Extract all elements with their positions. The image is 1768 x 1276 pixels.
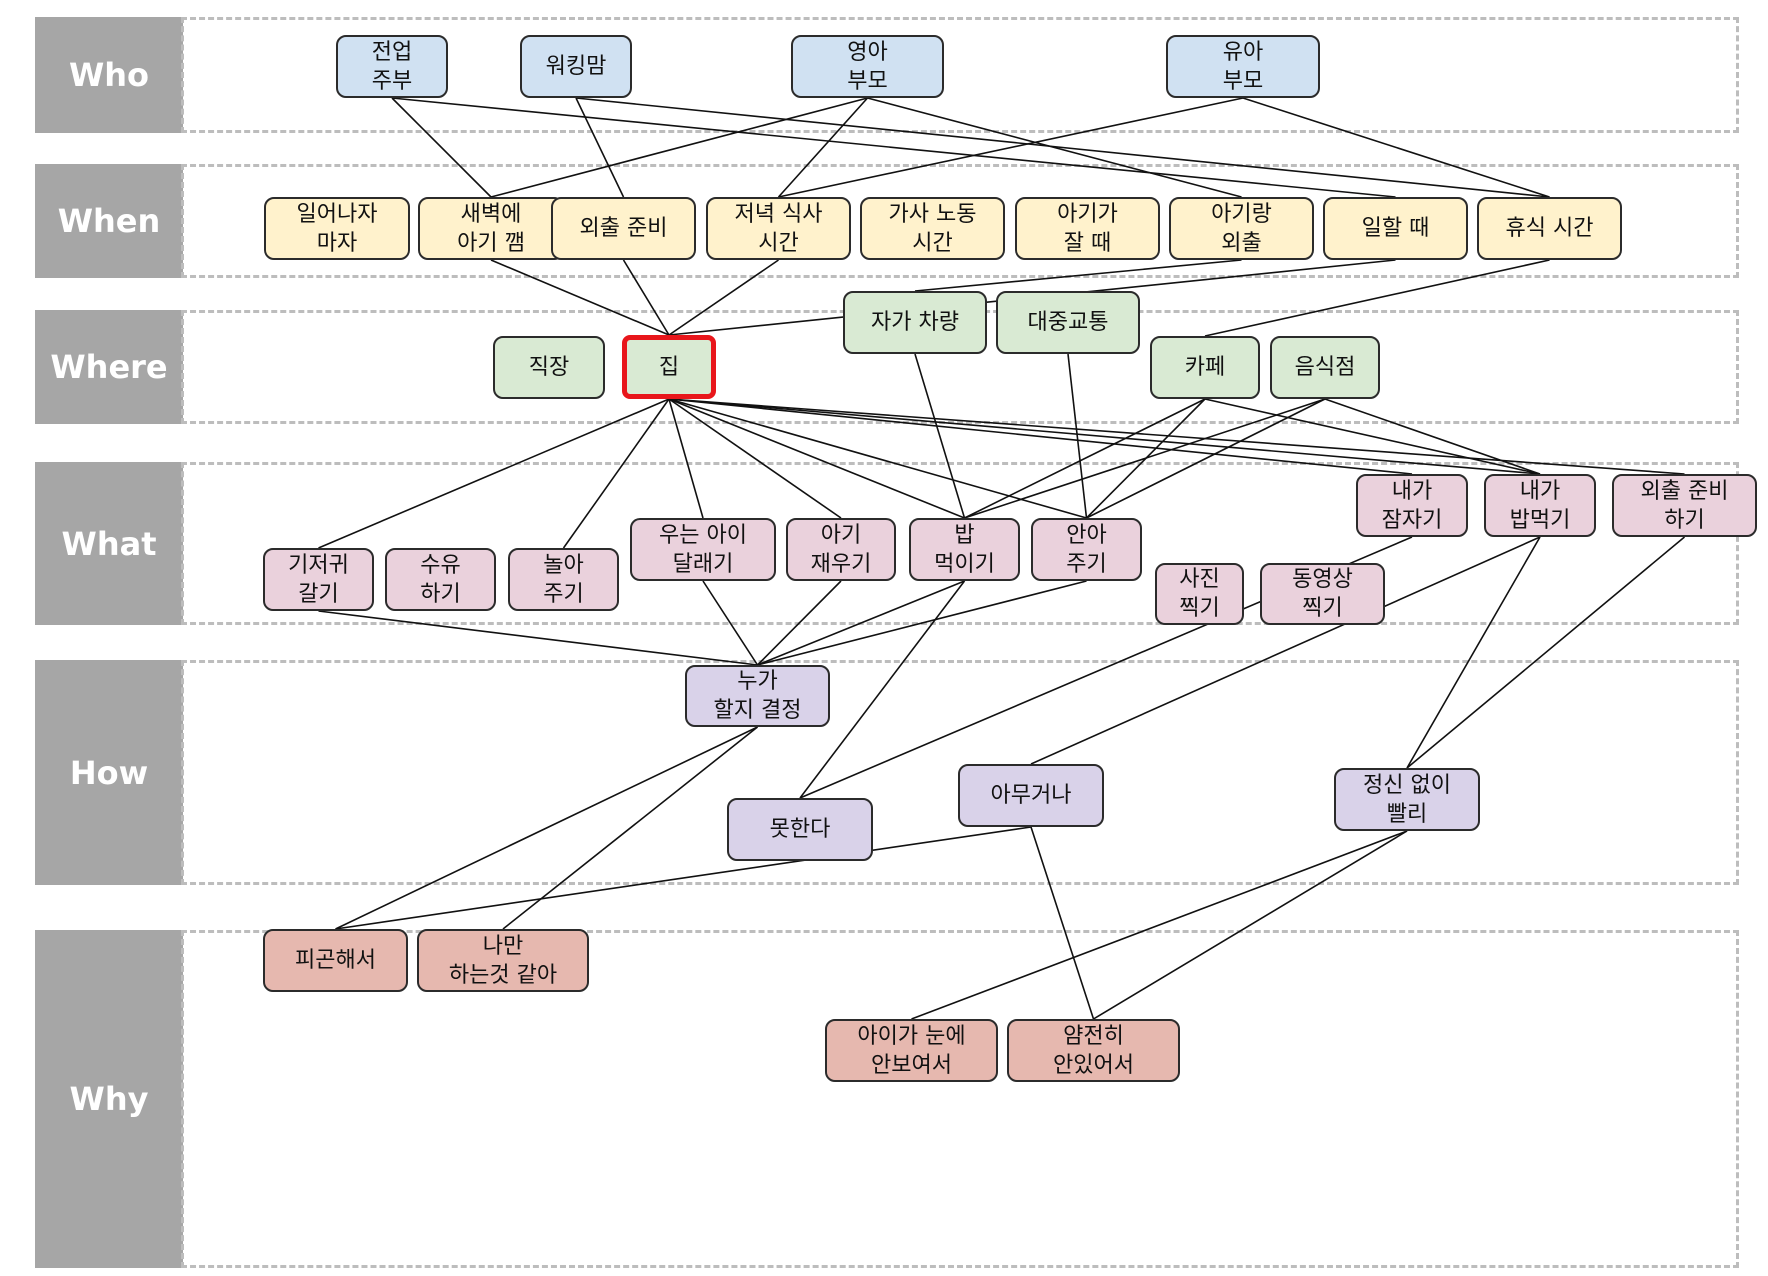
edge-fulltime-housewife-to-working bbox=[391, 97, 1396, 198]
edge-decide-who-to-tired bbox=[335, 726, 758, 930]
edge-restaurant-to-i-eat bbox=[1324, 398, 1541, 475]
node-feeding: 수유 하기 bbox=[385, 548, 496, 611]
row-label-when: When bbox=[35, 164, 183, 278]
edge-anything-to-tired bbox=[335, 826, 1032, 930]
node-infant-parent: 영아 부모 bbox=[791, 35, 944, 98]
edge-fulltime-housewife-to-baby-wakes-dawn bbox=[391, 97, 492, 198]
node-i-sleep: 내가 잠자기 bbox=[1356, 474, 1468, 537]
edge-home-to-hold bbox=[668, 398, 1087, 519]
row-label-where: Where bbox=[35, 310, 183, 424]
lane-why bbox=[181, 930, 1739, 1268]
edge-home-to-feed-meal bbox=[668, 398, 965, 519]
node-change-diaper: 기저귀 갈기 bbox=[263, 548, 374, 611]
row-label-who: Who bbox=[35, 17, 183, 133]
edge-cafe-to-feed-meal bbox=[964, 398, 1206, 519]
edge-feed-meal-to-cant-do bbox=[799, 580, 966, 799]
lane-who bbox=[181, 17, 1739, 133]
row-label-how: How bbox=[35, 660, 183, 885]
row-label-why: Why bbox=[35, 930, 183, 1268]
edge-home-to-put-to-sleep bbox=[668, 398, 842, 519]
lane-how bbox=[181, 660, 1739, 885]
node-own-car: 자가 차량 bbox=[843, 291, 987, 354]
node-workplace: 직장 bbox=[493, 336, 605, 399]
node-cant-do: 못한다 bbox=[727, 798, 873, 861]
node-i-eat: 내가 밥먹기 bbox=[1484, 474, 1596, 537]
edge-toddler-parent-to-dinner-time bbox=[778, 97, 1244, 198]
node-restaurant: 음식점 bbox=[1270, 336, 1380, 399]
edge-decide-who-to-only-me bbox=[502, 726, 758, 930]
node-decide-who: 누가 할지 결정 bbox=[685, 665, 830, 727]
node-prepare-outing: 외출 준비 하기 bbox=[1612, 474, 1757, 537]
edge-soothe-crying-to-decide-who bbox=[702, 580, 759, 666]
lane-what bbox=[181, 462, 1739, 625]
node-baby-sleeping: 아기가 잘 때 bbox=[1015, 197, 1160, 260]
node-take-photo: 사진 찍기 bbox=[1155, 563, 1244, 625]
node-fulltime-housewife: 전업 주부 bbox=[336, 35, 448, 98]
node-only-me: 나만 하는것 같아 bbox=[417, 929, 589, 992]
edge-working-mom-to-going-out-prep bbox=[575, 97, 625, 198]
node-public-transport: 대중교통 bbox=[996, 291, 1140, 354]
edge-prepare-outing-to-quickly-frantic bbox=[1406, 536, 1686, 769]
edge-anything-to-cant-sit-still bbox=[1030, 826, 1095, 1020]
node-quickly-frantic: 정신 없이 빨리 bbox=[1334, 768, 1480, 831]
node-hold: 안아 주기 bbox=[1031, 518, 1142, 581]
lane-when bbox=[181, 164, 1739, 278]
edge-toddler-parent-to-break-time bbox=[1242, 97, 1550, 198]
node-housework-time: 가사 노동 시간 bbox=[860, 197, 1005, 260]
node-soothe-crying: 우는 아이 달래기 bbox=[630, 518, 776, 581]
edge-put-to-sleep-to-decide-who bbox=[756, 580, 842, 666]
node-outing-with-baby: 아기랑 외출 bbox=[1169, 197, 1314, 260]
edge-feed-meal-to-decide-who bbox=[757, 580, 965, 666]
row-label-what: What bbox=[35, 462, 183, 625]
edge-break-time-to-cafe bbox=[1204, 259, 1550, 337]
edge-quickly-frantic-to-baby-out-of-sight bbox=[911, 830, 1408, 1020]
edge-hold-to-decide-who bbox=[757, 580, 1087, 666]
edge-i-eat-to-quickly-frantic bbox=[1406, 536, 1541, 769]
edge-home-to-play bbox=[562, 398, 670, 549]
edge-quickly-frantic-to-cant-sit-still bbox=[1093, 830, 1408, 1020]
edge-restaurant-to-feed-meal bbox=[964, 398, 1326, 519]
node-working-mom: 워킹맘 bbox=[520, 35, 632, 98]
node-take-video: 동영상 찍기 bbox=[1260, 563, 1385, 625]
edge-working-mom-to-break-time bbox=[575, 97, 1550, 198]
edge-home-to-change-diaper bbox=[318, 398, 670, 549]
node-put-to-sleep: 아기 재우기 bbox=[786, 518, 896, 581]
node-cafe: 카페 bbox=[1150, 336, 1260, 399]
node-right-after-waking: 일어나자 마자 bbox=[264, 197, 410, 260]
edge-restaurant-to-hold bbox=[1086, 398, 1326, 519]
edge-home-to-prepare-outing bbox=[668, 398, 1685, 475]
edge-infant-parent-to-outing-with-baby bbox=[867, 97, 1242, 198]
node-tired: 피곤해서 bbox=[263, 929, 408, 992]
edge-own-car-to-feed-meal bbox=[914, 353, 966, 519]
edge-home-to-i-eat bbox=[668, 398, 1541, 475]
node-dinner-time: 저녁 식사 시간 bbox=[706, 197, 851, 260]
node-going-out-prep: 외출 준비 bbox=[551, 197, 696, 260]
node-toddler-parent: 유아 부모 bbox=[1166, 35, 1320, 98]
node-anything: 아무거나 bbox=[958, 764, 1104, 827]
edge-change-diaper-to-decide-who bbox=[318, 610, 758, 666]
edge-baby-wakes-dawn-to-home bbox=[490, 259, 670, 336]
edge-infant-parent-to-dinner-time bbox=[777, 97, 869, 198]
edge-dinner-time-to-home bbox=[668, 259, 779, 336]
edge-home-to-i-sleep bbox=[668, 398, 1413, 475]
edge-cafe-to-i-eat bbox=[1204, 398, 1541, 475]
node-cant-sit-still: 얌전히 안있어서 bbox=[1007, 1019, 1180, 1082]
node-play: 놀아 주기 bbox=[508, 548, 619, 611]
node-working: 일할 때 bbox=[1323, 197, 1468, 260]
node-baby-wakes-dawn: 새벽에 아기 깸 bbox=[418, 197, 564, 260]
edge-outing-with-baby-to-own-car bbox=[914, 259, 1242, 292]
node-home: 집 bbox=[622, 335, 716, 399]
edge-home-to-soothe-crying bbox=[668, 398, 704, 519]
edge-going-out-prep-to-home bbox=[622, 259, 670, 336]
node-baby-out-of-sight: 아이가 눈에 안보여서 bbox=[825, 1019, 998, 1082]
edge-i-eat-to-anything bbox=[1030, 536, 1541, 765]
edge-public-transport-to-hold bbox=[1067, 353, 1088, 519]
node-feed-meal: 밥 먹이기 bbox=[909, 518, 1020, 581]
node-break-time: 휴식 시간 bbox=[1477, 197, 1622, 260]
edge-infant-parent-to-baby-wakes-dawn bbox=[490, 97, 868, 198]
